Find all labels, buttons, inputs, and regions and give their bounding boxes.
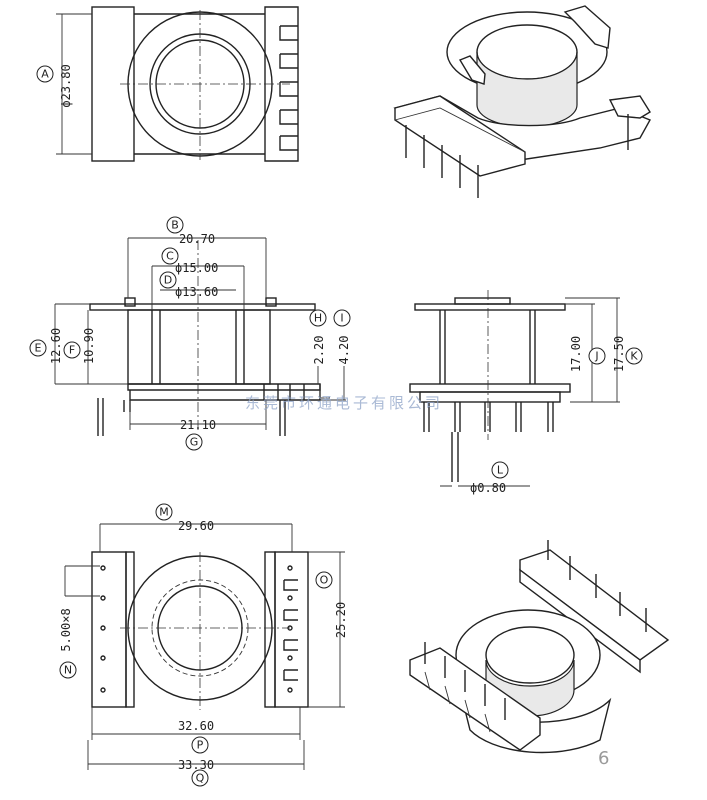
dim-I-value: 4.20 [337, 336, 351, 365]
callout-Q [191, 769, 209, 787]
callout-B [166, 216, 184, 234]
callout-B-label: B [171, 219, 179, 232]
pin-holes-left [100, 565, 106, 693]
callout-D [159, 271, 177, 289]
callout-H [309, 309, 327, 327]
dim-D-value: ϕ13.60 [175, 285, 218, 299]
dim-N-value: 5.00×8 [59, 608, 73, 651]
callout-M-label: M [159, 506, 169, 519]
isometric-view-bottom [409, 540, 670, 754]
dim-A-value: ϕ23.80 [59, 64, 73, 107]
callout-C-label: C [166, 250, 174, 263]
dim-C-value: ϕ15.00 [175, 261, 218, 275]
top-view: ϕ23.80 A [36, 6, 299, 162]
dim-B-value: 20.70 [179, 232, 215, 246]
callout-L-label: L [497, 464, 504, 477]
dim-H-value: 2.20 [312, 336, 326, 365]
callout-K-label: K [630, 350, 638, 363]
callout-J-label: J [594, 350, 598, 363]
callout-K [625, 347, 643, 365]
callout-F [63, 341, 81, 359]
side-view: 17.00 17.50 J K ϕ0.80 L [409, 290, 643, 495]
dim-O-value: 25.20 [334, 602, 348, 638]
callout-D-label: D [164, 274, 172, 287]
dim-L-value: ϕ0.80 [470, 481, 506, 495]
callout-N-label: N [64, 664, 72, 677]
callout-F-label: F [69, 344, 75, 357]
callout-P [191, 736, 209, 754]
callout-A [36, 65, 54, 83]
bottom-view: 29.60 M 5.00×8 N 25.20 O 32.60 P 33.30 Q [59, 503, 348, 787]
callout-J [588, 347, 606, 365]
callout-C [161, 247, 179, 265]
callout-L [491, 461, 509, 479]
dim-E-value: 12.60 [49, 328, 63, 364]
watermark: 东莞市环通电子有限公司 [245, 394, 443, 412]
dim-P-value: 32.60 [178, 719, 214, 733]
callout-M [155, 503, 173, 521]
callout-N [59, 661, 77, 679]
top-flange [89, 303, 316, 311]
callout-P-label: P [197, 739, 204, 752]
dim-M-value: 29.60 [178, 519, 214, 533]
callout-E [29, 339, 47, 357]
pin-holes-right [287, 565, 293, 693]
callout-O-label: O [320, 574, 329, 587]
page-number: 6 [598, 748, 609, 769]
callout-G [185, 433, 203, 451]
callout-Q-label: Q [196, 772, 205, 785]
callout-E-label: E [35, 342, 42, 355]
dim-Q-value: 33.30 [178, 758, 214, 772]
dim-G-value: 21.10 [180, 418, 216, 432]
callout-I-label: I [340, 312, 343, 325]
front-view: 20.70 B ϕ15.00 C ϕ13.60 D 12.60 10.90 E … [29, 216, 351, 451]
dim-J-value: 17.00 [569, 336, 583, 372]
pin-rail-right [264, 6, 299, 162]
callout-G-label: G [190, 436, 199, 449]
dim-F-value: 10.90 [82, 328, 96, 364]
callout-O [315, 571, 333, 589]
callout-H-label: H [314, 312, 322, 325]
callout-I [333, 309, 351, 327]
isometric-view-top [393, 5, 651, 198]
dim-K-value: 17.50 [612, 336, 626, 372]
callout-A-label: A [41, 68, 49, 81]
